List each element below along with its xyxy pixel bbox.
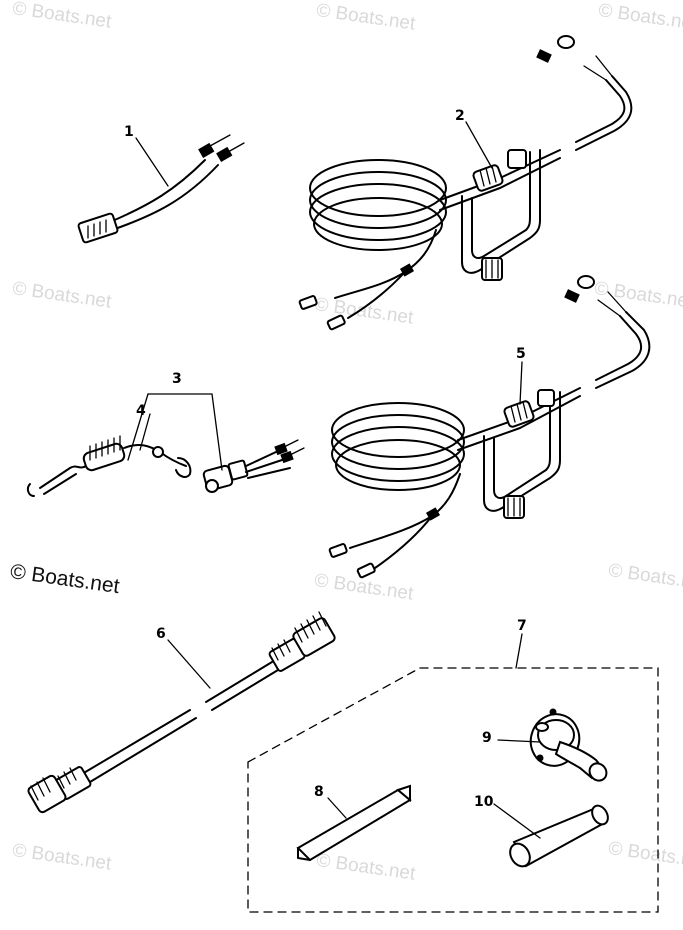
callout-4: 4 (136, 403, 146, 419)
callout-8: 8 (314, 784, 324, 800)
part-8-rod[interactable] (296, 784, 412, 862)
part-9-valve[interactable] (524, 707, 610, 784)
part-1-wire-lead[interactable] (77, 134, 245, 244)
callout-5: 5 (516, 346, 526, 362)
part-4-lanyard[interactable] (26, 435, 192, 497)
part-7-kit-outline (247, 667, 659, 913)
part-6-main-harness[interactable] (27, 611, 336, 814)
part-2-extension-harness[interactable] (298, 35, 633, 331)
callout-2: 2 (455, 108, 465, 124)
part-5-extension-harness[interactable] (328, 275, 651, 579)
part-10-hose[interactable] (506, 803, 611, 870)
callout-6: 6 (156, 626, 166, 642)
callout-9: 9 (482, 730, 492, 746)
callout-3: 3 (172, 371, 182, 387)
part-3-stop-switch[interactable] (202, 439, 305, 493)
callout-10: 10 (474, 794, 494, 810)
callout-7: 7 (517, 618, 527, 634)
leader-lines (127, 121, 541, 839)
callout-1: 1 (124, 124, 134, 140)
